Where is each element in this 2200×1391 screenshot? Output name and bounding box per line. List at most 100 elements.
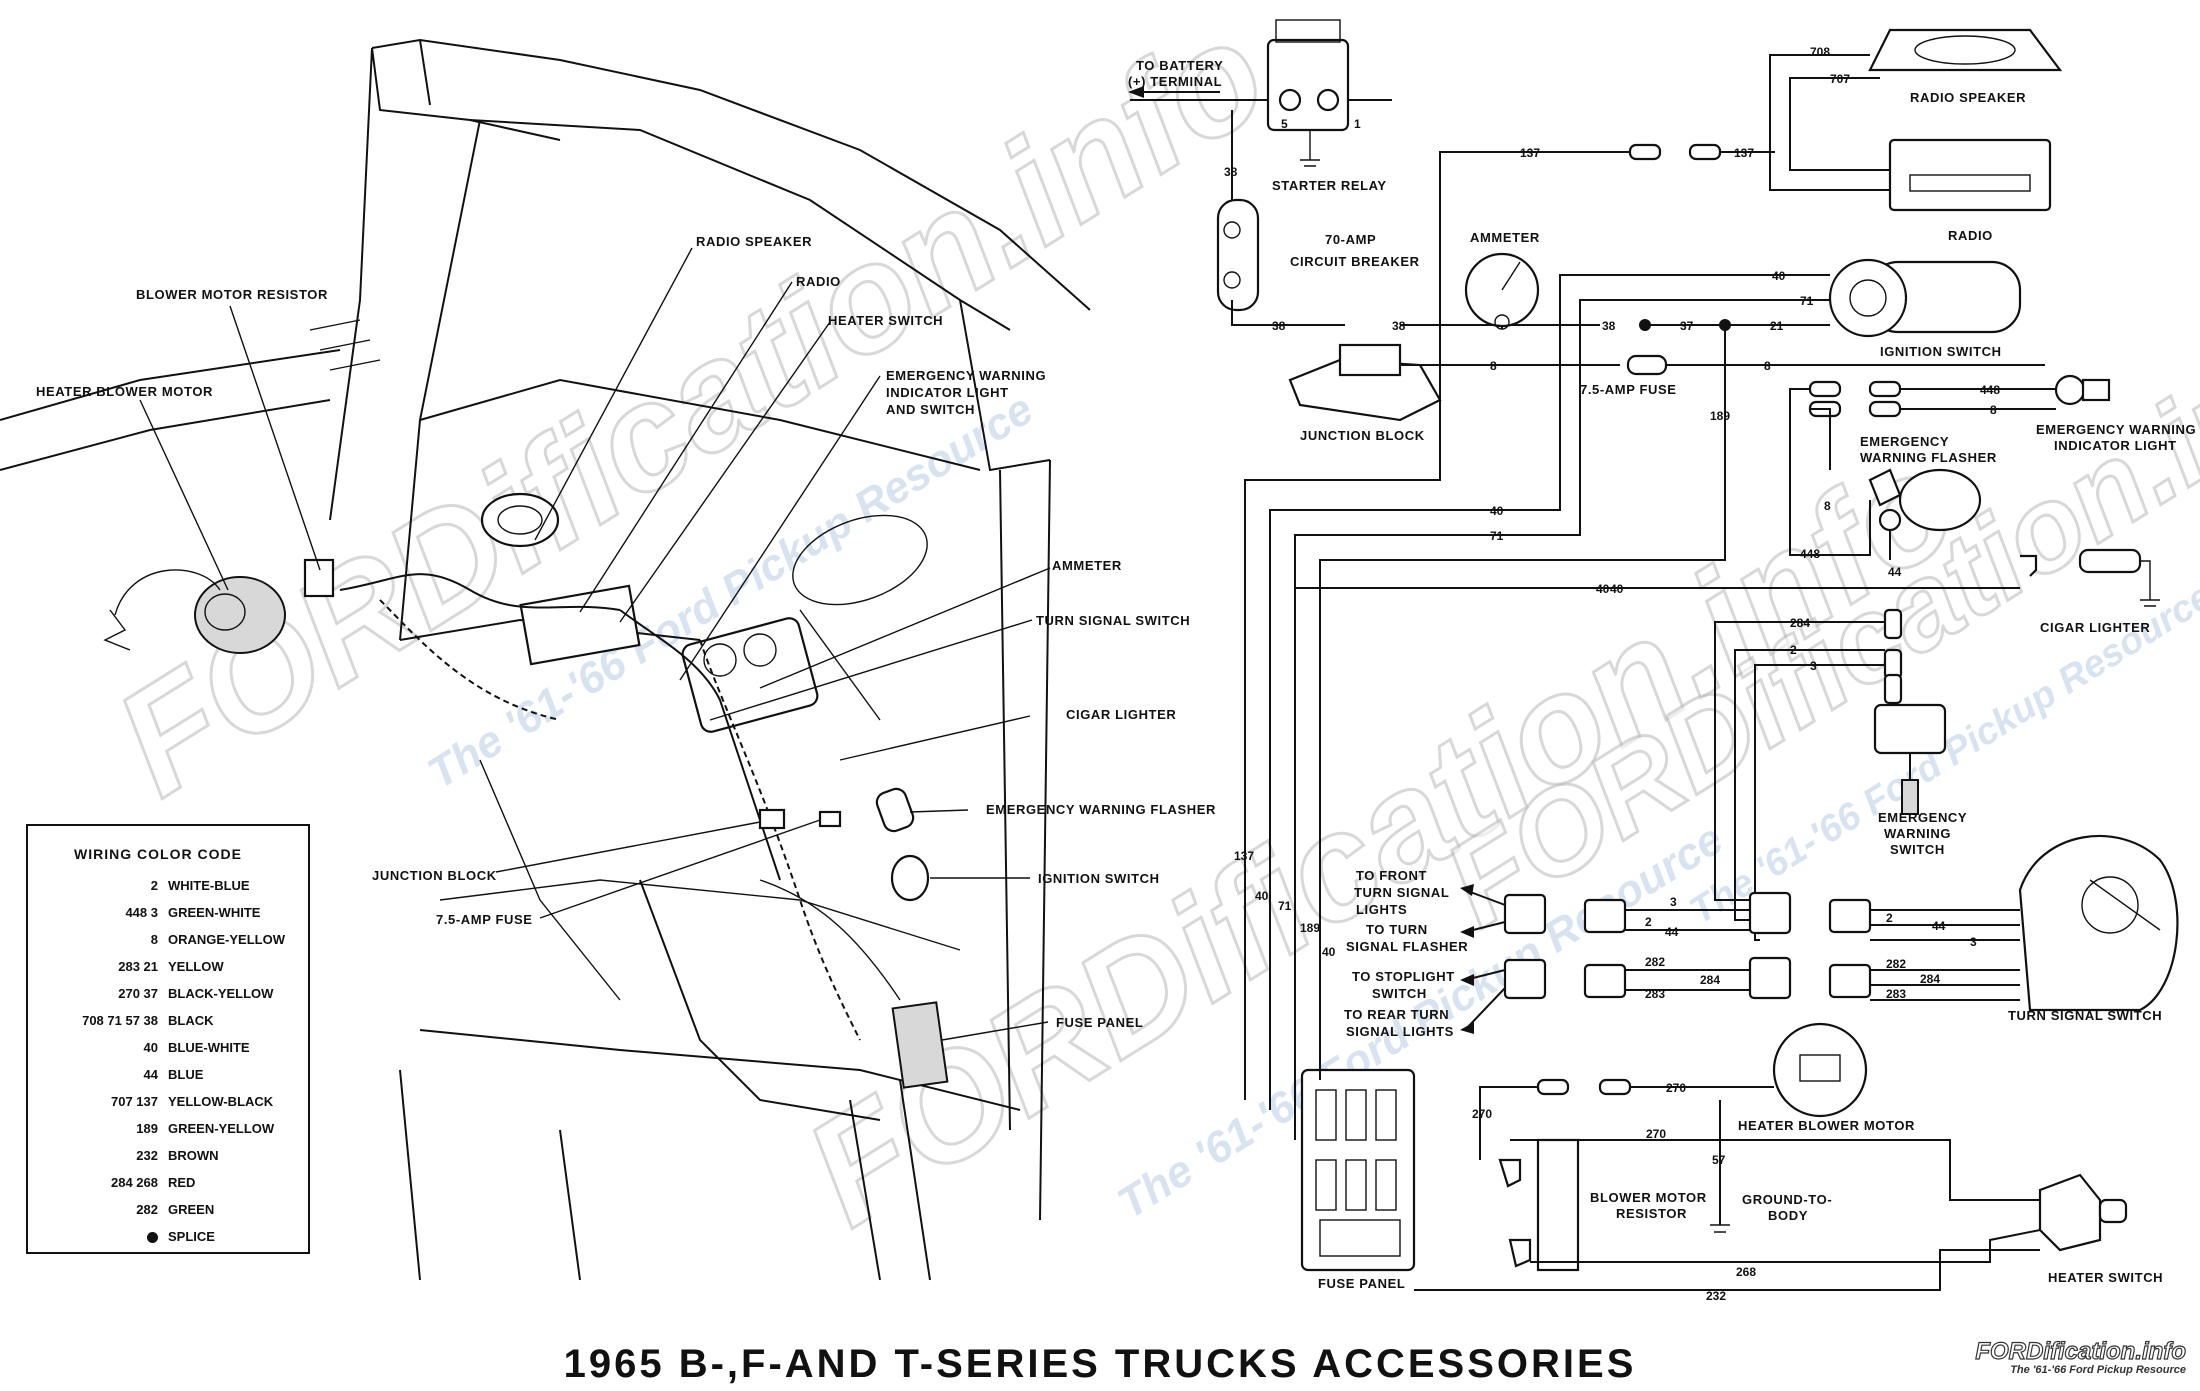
wire-284b: 284 [1700,973,1720,987]
label-front-turn-1: TO FRONT [1356,868,1427,883]
label-emergency-light-1: EMERGENCY WARNING [886,368,1046,383]
wire-283a: 283 [1645,987,1665,1001]
label-turn-flasher-2: SIGNAL FLASHER [1346,939,1468,954]
legend-codes: 270 37 [118,986,158,1001]
wire-71b: 71 [1490,529,1504,543]
wire-38c: 38 [1392,319,1406,333]
wire-189a: 189 [1710,409,1730,423]
label-rear-turn-2: SIGNAL LIGHTS [1346,1024,1454,1039]
wire-38a: 38 [1224,165,1238,179]
legend-codes [46,1229,168,1244]
radio [1888,138,2052,212]
wire-283b: 283 [1886,987,1906,1001]
legend-codes: 40 [143,1040,158,1055]
wire-268: 268 [1736,1265,1756,1279]
heater-switch: 268 232 [1414,1173,2128,1303]
wire-189b: 189 [1300,921,1320,935]
label-ignition-switch: IGNITION SWITCH [1038,871,1160,886]
legend-title: WIRING COLOR CODE [74,846,242,862]
label-cigar-lighter-r: CIGAR LIGHTER [2040,620,2150,635]
label-radio-speaker: RADIO SPEAKER [696,234,812,249]
legend-color: ORANGE-YELLOW [168,932,285,947]
label-turn-signal-switch-r: TURN SIGNAL SWITCH [2008,1008,2162,1023]
wire-137b: 137 [1734,146,1754,160]
wire-707: 707 [1830,72,1850,86]
label-fuse: 7.5-AMP FUSE [436,912,533,927]
radio-speaker [1868,28,2063,72]
brand-name: FORDification.info [1975,1337,2187,1365]
label-to-battery-1: TO BATTERY [1136,58,1223,73]
starter-relay: 5 1 [1130,19,1392,167]
label-fuse-panel-r: FUSE PANEL [1318,1276,1405,1291]
terminal-5: 5 [1281,117,1288,131]
label-starter-relay: STARTER RELAY [1272,178,1387,193]
fuse-panel [1300,1068,1416,1272]
label-heater-blower-motor: HEATER BLOWER MOTOR [36,384,213,399]
wire-21: 21 [1770,319,1784,333]
wire-282a: 282 [1645,955,1665,969]
emergency-flasher: 8 448 [1789,388,1982,561]
label-emer-switch-2: WARNING [1884,826,1951,841]
label-front-turn-3: LIGHTS [1356,902,1407,917]
label-ground-1: GROUND-TO- [1742,1192,1832,1207]
legend-codes: 448 3 [125,905,158,920]
wire-282b: 282 [1886,957,1906,971]
label-ignition-switch-r: IGNITION SWITCH [1880,344,2002,359]
wire-2b: 2 [1645,915,1652,929]
wire-38d: 38 [1602,319,1616,333]
wire-270b: 270 [1472,1107,1492,1121]
wire-8c: 8 [1990,403,1997,417]
wire-448b: 448 [1800,547,1820,561]
wire-137a: 137 [1520,146,1540,160]
schematic: 5 1 TO BATTERY (+) TERMINAL STARTER RELA… [1128,19,2196,1303]
legend-row: 40 BLUE-WHITE [46,1034,290,1061]
label-ammeter-r: AMMETER [1470,230,1540,245]
legend-color: WHITE-BLUE [168,878,250,893]
label-blower-resistor-2: RESISTOR [1616,1206,1687,1221]
legend-color: BLUE-WHITE [168,1040,250,1055]
label-emer-light-2: INDICATOR LIGHT [2054,438,2177,453]
legend-codes: 282 [136,1202,158,1217]
label-heater-blower-motor-r: HEATER BLOWER MOTOR [1738,1118,1915,1133]
label-blower-resistor-1: BLOWER MOTOR [1590,1190,1707,1205]
legend-color: BLACK [168,1013,214,1028]
label-heater-switch-r: HEATER SWITCH [2048,1270,2163,1285]
wire-2c: 2 [1886,911,1893,925]
wire-71c: 71 [1278,899,1292,913]
brand-logo: FORDification.info The '61-'66 Ford Pick… [1975,1337,2187,1376]
label-ground-2: BODY [1768,1208,1808,1223]
wire-38b: 38 [1272,319,1286,333]
wire-3c: 3 [1970,935,1977,949]
label-breaker-1: 70-AMP [1325,232,1376,247]
emergency-switch: 284 2 3 [1714,608,1947,941]
label-breaker-2: CIRCUIT BREAKER [1290,254,1420,269]
legend-color: YELLOW [168,959,224,974]
leader-lines [139,247,1051,1041]
blower-motor-resistor [1498,1138,1580,1272]
terminal-1: 1 [1354,117,1361,131]
wire-8d: 8 [1824,499,1831,513]
label-blower-motor-resistor: BLOWER MOTOR RESISTOR [136,287,328,302]
wire-44c: 44 [1932,919,1946,933]
wire-284c: 284 [1920,972,1940,986]
legend-codes: 284 268 [111,1175,158,1190]
label-rear-turn-1: TO REAR TURN [1344,1007,1449,1022]
cigar-lighter: 40 [1295,548,2160,607]
ignition-switch [1828,258,2022,338]
wire-71a: 71 [1800,294,1814,308]
wire-708: 708 [1810,45,1830,59]
legend-row: SPLICE [46,1223,290,1250]
label-cigar-lighter: CIGAR LIGHTER [1066,707,1176,722]
label-radio: RADIO [796,274,841,289]
turn-signal-switch [2018,834,2179,1012]
legend-color: BLUE [168,1067,204,1082]
wire-8a: 8 [1490,359,1497,373]
cab-illustration [0,38,1091,1281]
wire-40b: 40 [1490,504,1504,518]
emergency-indicator-light: 448 8 [1808,374,2111,418]
